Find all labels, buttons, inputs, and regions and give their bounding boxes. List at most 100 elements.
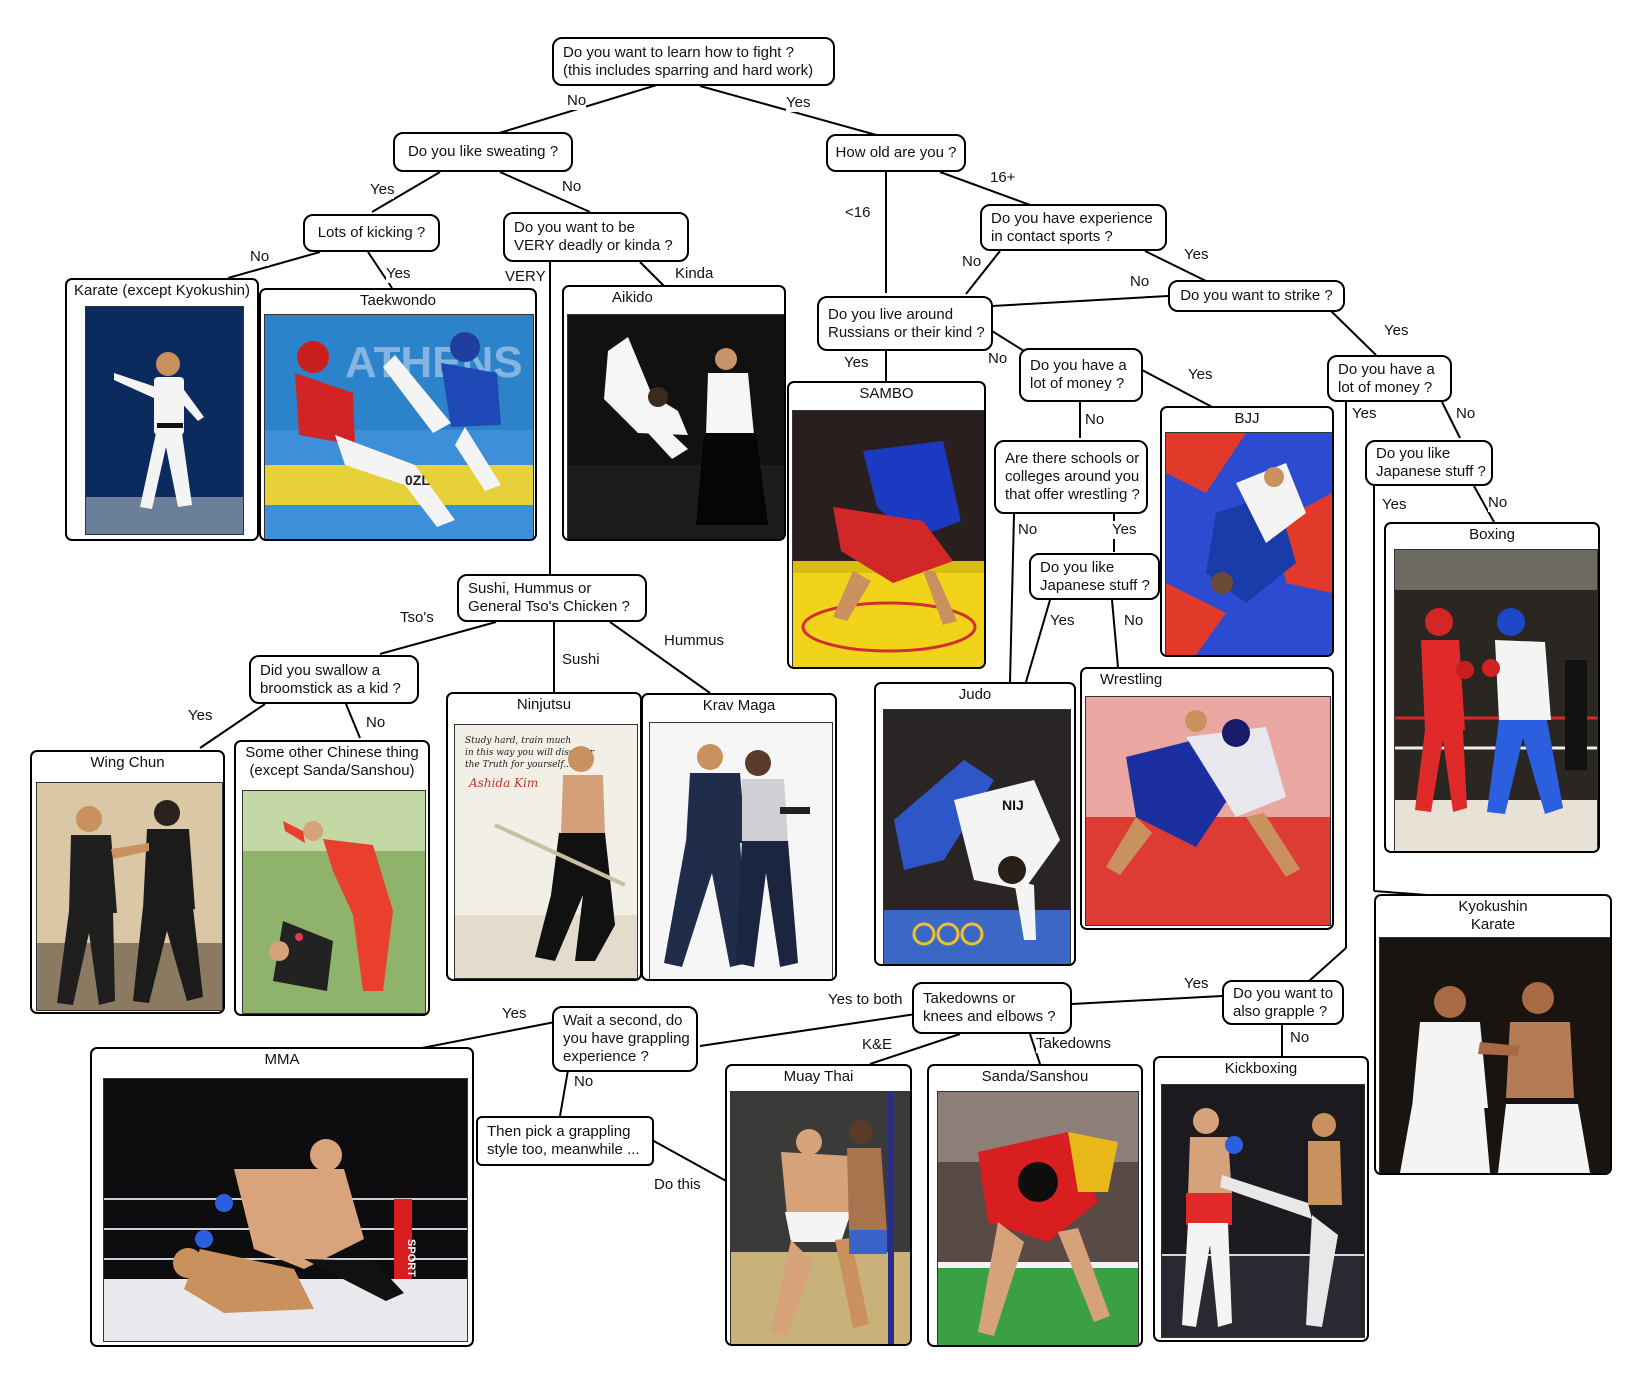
photo-signature: Ashida Kim (468, 776, 538, 790)
card-ninjutsu: Ninjutsu Study hard, train much in this … (446, 692, 642, 981)
edge-label: Yes (1112, 521, 1137, 539)
card-boxing: Boxing (1384, 522, 1600, 853)
question-very-deadly: Do you want to be VERY deadly or kinda ? (503, 212, 689, 262)
photo-aikido (567, 314, 784, 539)
photo-kyokushin (1379, 937, 1610, 1173)
card-kravmaga: Krav Maga (641, 693, 837, 981)
edge-label: No (366, 714, 386, 732)
card-title: Karate (except Kyokushin) (74, 282, 250, 299)
edge-label: No (574, 1073, 594, 1091)
question-line: Did you swallow a (260, 661, 381, 679)
question-want-to-fight: Do you want to learn how to fight ? (thi… (552, 37, 835, 86)
question-line: Do you have a (1338, 360, 1435, 378)
question-line: Do you want to learn how to fight ? (563, 43, 794, 61)
edge-label: K&E (862, 1036, 893, 1054)
card-judo: Judo NIJ (874, 682, 1076, 966)
link (639, 261, 665, 287)
link (1071, 995, 1223, 1005)
question-like-sweating: Do you like sweating ? (393, 132, 573, 172)
photo-note-line: the Truth for yourself... (465, 760, 572, 770)
link (699, 1013, 917, 1047)
photo-taekwondo: ATHENS 20 0ZL (264, 314, 534, 539)
card-title: Judo (958, 686, 992, 703)
card-title: Taekwondo (360, 292, 436, 309)
photo-sanda (937, 1091, 1139, 1345)
link (345, 703, 361, 739)
card-title: BJJ (1234, 410, 1260, 427)
photo-note-line: Study hard, train much (465, 736, 571, 746)
question-line: Do you want to (1233, 984, 1334, 1002)
edge-label: No (988, 350, 1008, 368)
card-title: Wrestling (1100, 671, 1163, 688)
question-want-to-strike: Do you want to strike ? (1168, 280, 1345, 312)
edge-label: No (1488, 494, 1508, 512)
card-title: Muay Thai (783, 1068, 854, 1085)
card-title: Ninjutsu (516, 696, 572, 713)
question-line: you have grappling (563, 1030, 690, 1047)
photo-bjj (1165, 432, 1332, 655)
card-title: (except Sanda/Sanshou) (249, 762, 415, 779)
edge-label: Yes (1382, 496, 1407, 514)
photo-chinese-other (242, 790, 426, 1014)
link (1029, 1033, 1041, 1065)
link (421, 1021, 556, 1049)
photo-muaythai (730, 1091, 910, 1344)
card-sambo: SAMBO (787, 381, 986, 669)
edge-label: Kinda (675, 265, 714, 283)
card-wingchun: Wing Chun (30, 750, 225, 1014)
link (371, 171, 441, 213)
question-line: Do you like sweating ? (407, 143, 559, 160)
edge-label: <16 (845, 204, 871, 222)
edge-label: No (562, 178, 582, 196)
question-line: Do you have a (1030, 357, 1127, 374)
card-title: SAMBO (859, 385, 914, 402)
link (1144, 250, 1207, 282)
edge-label: No (1124, 612, 1144, 630)
edge-label: Tso's (400, 609, 434, 627)
edge-label: Yes (386, 265, 411, 283)
photo-kravmaga (649, 722, 833, 979)
edge-label: Yes (370, 181, 395, 199)
link (1473, 485, 1495, 523)
question-lots-of-kicking: Lots of kicking ? (303, 214, 440, 252)
photo-ninjutsu: Study hard, train much in this way you w… (454, 724, 638, 979)
card-title: Wing Chun (90, 754, 165, 771)
question-line: How old are you ? (835, 144, 957, 161)
question-line: Then pick a grappling (487, 1123, 631, 1140)
question-line: also grapple ? (1233, 1002, 1328, 1020)
card-mma: MMA SPORT (90, 1047, 474, 1347)
question-contact-sports: Do you have experience in contact sports… (980, 204, 1167, 251)
question-line: in contact sports ? (991, 227, 1113, 245)
question-line: Sushi, Hummus or (468, 580, 592, 597)
question-line: Do you live around (828, 305, 954, 323)
link (1329, 309, 1377, 356)
link (499, 171, 591, 213)
edge-label: VERY (505, 268, 546, 286)
question-japanese-stuff-2: Do you like Japanese stuff ? (1029, 553, 1160, 600)
edge-label: No (1018, 521, 1038, 539)
question-also-grapple: Do you want to also grapple ? (1222, 980, 1344, 1025)
edge-label: Yes (502, 1005, 527, 1023)
question-grappling-experience: Wait a second, do you have grappling exp… (552, 1006, 698, 1072)
edge-label: Yes (844, 354, 869, 372)
question-line: General Tso's Chicken ? (468, 598, 630, 615)
edge-label: Yes (1188, 366, 1213, 384)
card-title: MMA (264, 1051, 300, 1068)
photo-wrestling (1085, 696, 1331, 926)
photo-mma: SPORT (103, 1078, 468, 1342)
question-line: lot of money ? (1338, 378, 1433, 396)
edge-label: Yes to both (828, 991, 903, 1009)
card-title: Boxing (1469, 526, 1515, 543)
question-lot-of-money-2: Do you have a lot of money ? (1327, 355, 1452, 402)
link (559, 1069, 569, 1117)
photo-banner-text: SPORT (405, 1239, 417, 1277)
card-title: Aikido (612, 289, 653, 306)
edge-label: No (250, 248, 270, 266)
link (1307, 947, 1347, 983)
question-line: Do you want to strike ? (1180, 287, 1333, 304)
question-how-old: How old are you ? (826, 134, 966, 172)
card-bjj: BJJ (1160, 406, 1334, 657)
question-live-around-russians: Do you live around Russians or their kin… (817, 296, 993, 351)
card-kickboxing: Kickboxing (1153, 1056, 1369, 1342)
